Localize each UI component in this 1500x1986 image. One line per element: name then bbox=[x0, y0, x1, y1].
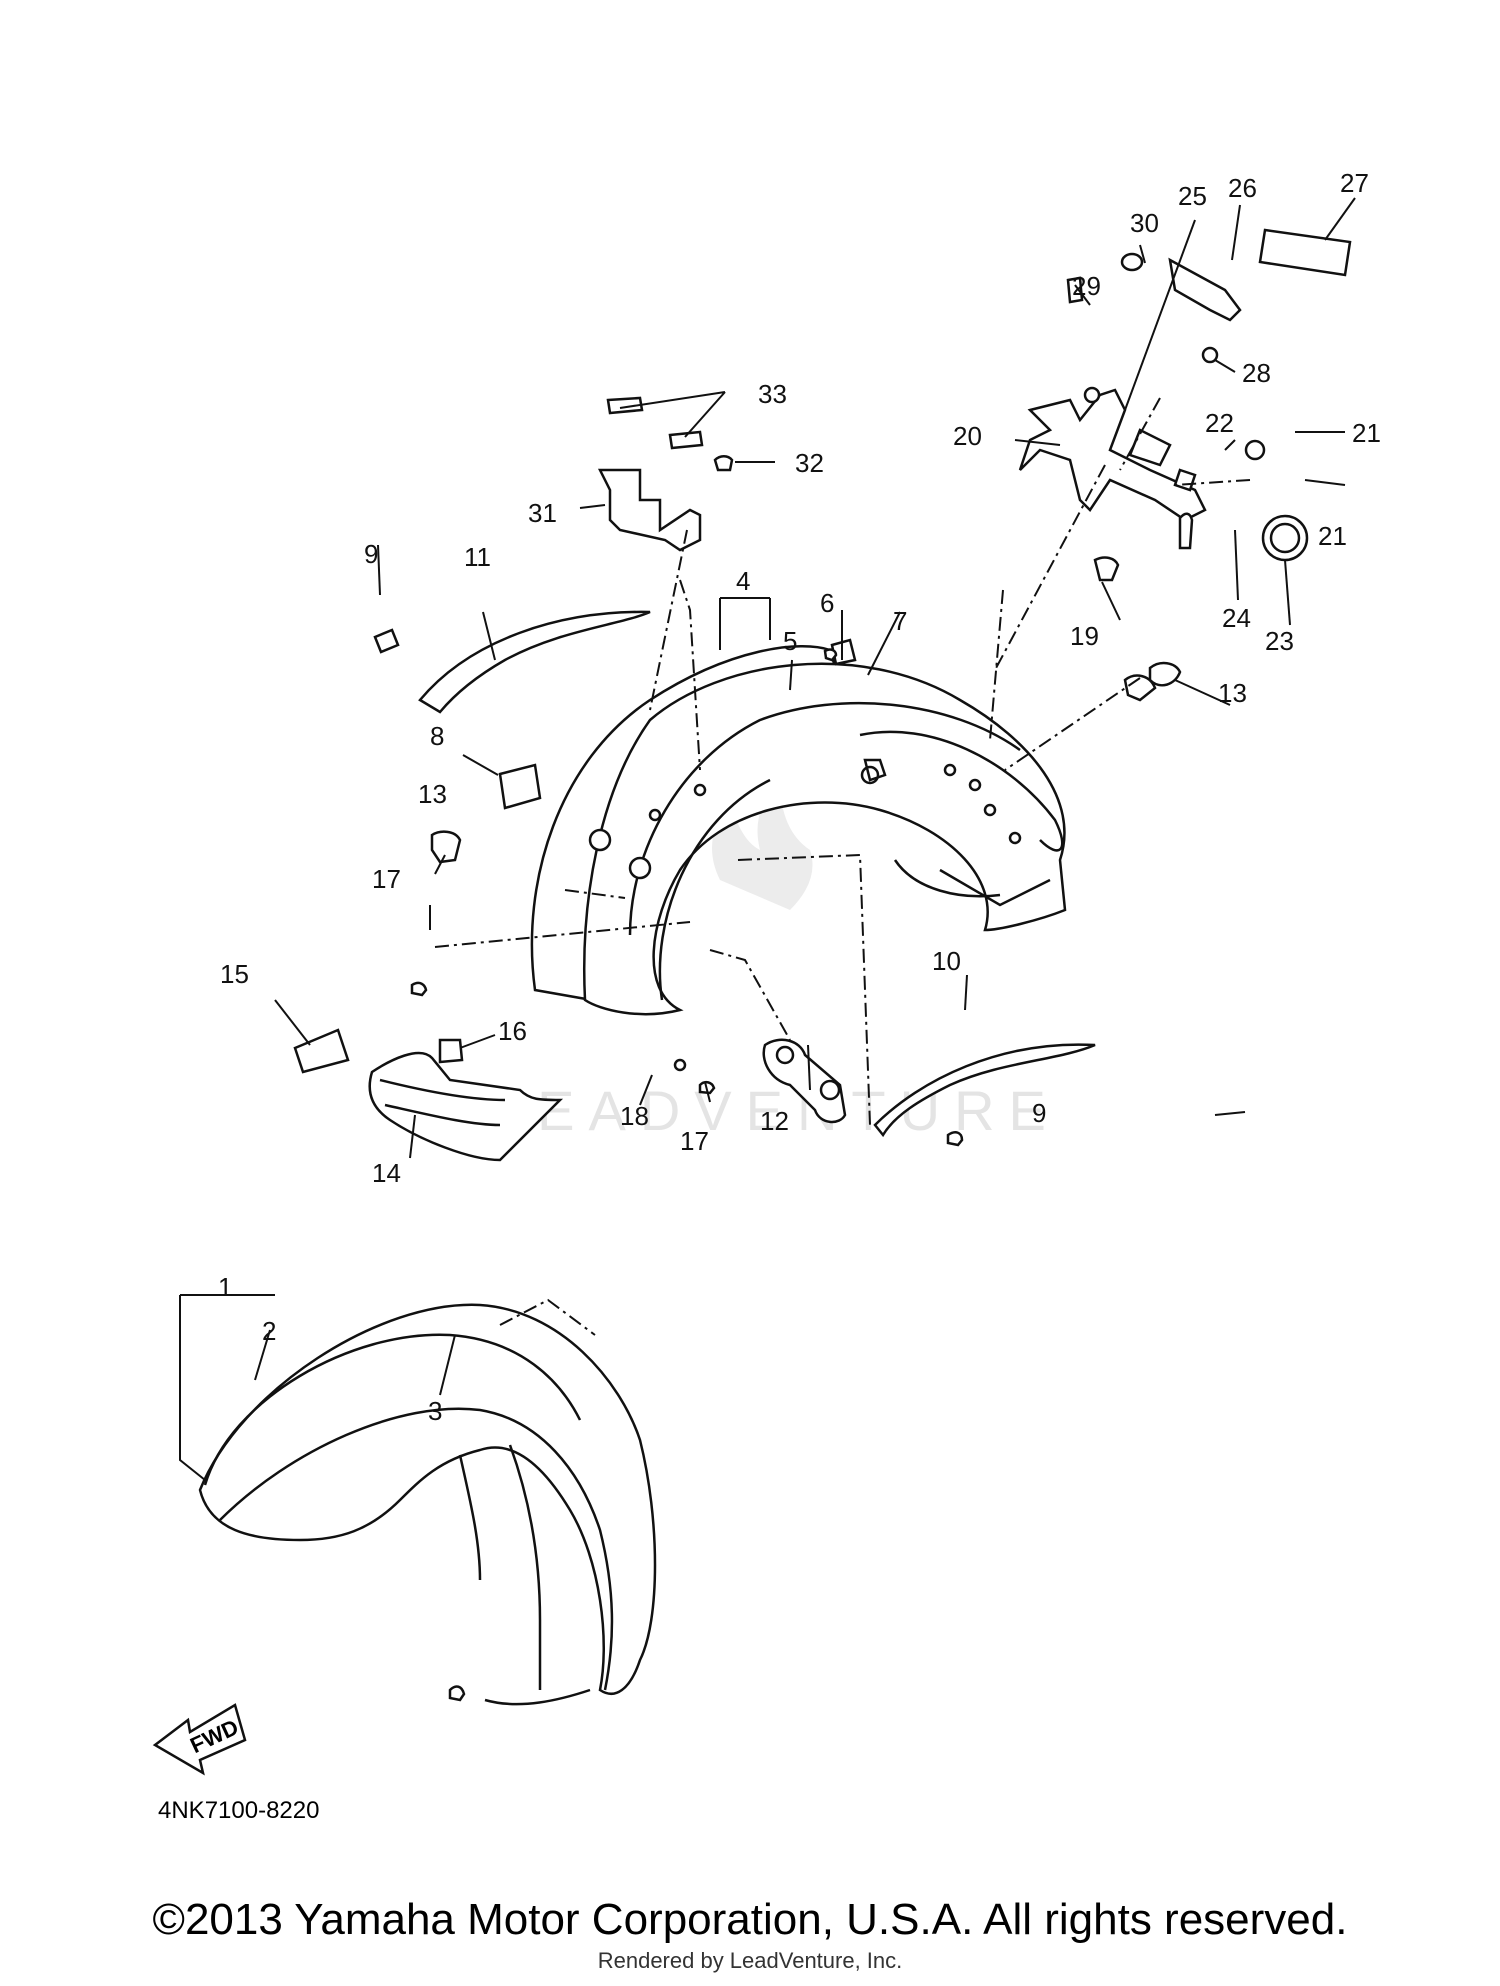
callout-21a: 21 bbox=[1352, 418, 1381, 448]
license-bracket-assembly bbox=[1018, 228, 1352, 702]
callout-17a: 17 bbox=[372, 864, 401, 894]
callout-1: 1 bbox=[218, 1272, 232, 1302]
callout-19: 19 bbox=[1070, 621, 1099, 651]
callout-9b: 9 bbox=[1032, 1098, 1046, 1128]
callout-4: 4 bbox=[736, 566, 750, 596]
callout-13b: 13 bbox=[418, 779, 447, 809]
callout-7: 7 bbox=[893, 606, 907, 636]
callout-5: 5 bbox=[783, 626, 797, 656]
brackets bbox=[597, 396, 847, 1124]
callout-27: 27 bbox=[1340, 168, 1369, 198]
hardware bbox=[373, 628, 1182, 1702]
copyright-notice: ©2013 Yamaha Motor Corporation, U.S.A. A… bbox=[152, 1895, 1348, 1944]
callout-17b: 17 bbox=[680, 1126, 709, 1156]
diagram-code: 4NK7100-8220 bbox=[158, 1797, 319, 1824]
callout-11: 11 bbox=[464, 542, 491, 572]
callout-6: 6 bbox=[820, 588, 834, 618]
callout-15: 15 bbox=[220, 959, 249, 989]
rear-fender bbox=[530, 645, 1067, 1016]
rear-lower-skirt bbox=[293, 1028, 564, 1162]
callout-labels: 1 2 3 4 5 6 7 8 9 9 10 11 12 13 13 14 15… bbox=[218, 168, 1381, 1426]
fender-trims bbox=[418, 610, 1096, 1138]
callout-8: 8 bbox=[430, 721, 444, 751]
leader-lines bbox=[179, 197, 1356, 1481]
callout-12: 12 bbox=[760, 1106, 789, 1136]
callout-21b: 21 bbox=[1318, 521, 1347, 551]
callout-20: 20 bbox=[953, 421, 982, 451]
callout-32: 32 bbox=[795, 448, 824, 478]
callout-3: 3 bbox=[428, 1396, 442, 1426]
callout-2: 2 bbox=[262, 1316, 276, 1346]
callout-25: 25 bbox=[1178, 181, 1207, 211]
callout-24: 24 bbox=[1222, 603, 1251, 633]
callout-30: 30 bbox=[1130, 208, 1159, 238]
callout-33: 33 bbox=[758, 379, 787, 409]
callout-14: 14 bbox=[372, 1158, 401, 1188]
callout-13a: 13 bbox=[1218, 678, 1247, 708]
callout-29: 29 bbox=[1072, 271, 1101, 301]
callout-18: 18 bbox=[620, 1101, 649, 1131]
callout-22: 22 bbox=[1205, 408, 1234, 438]
callout-26: 26 bbox=[1228, 173, 1257, 203]
callout-9a: 9 bbox=[364, 539, 378, 569]
front-fender bbox=[198, 1303, 657, 1706]
callout-10: 10 bbox=[932, 946, 961, 976]
callout-31: 31 bbox=[528, 498, 557, 528]
assembly-lines bbox=[434, 397, 1251, 1336]
callout-16: 16 bbox=[498, 1016, 527, 1046]
rendered-by-notice: Rendered by LeadVenture, Inc. bbox=[597, 1948, 903, 1973]
callout-23: 23 bbox=[1265, 626, 1294, 656]
fwd-arrow-icon: FWD bbox=[152, 1703, 247, 1776]
callout-28: 28 bbox=[1242, 358, 1271, 388]
